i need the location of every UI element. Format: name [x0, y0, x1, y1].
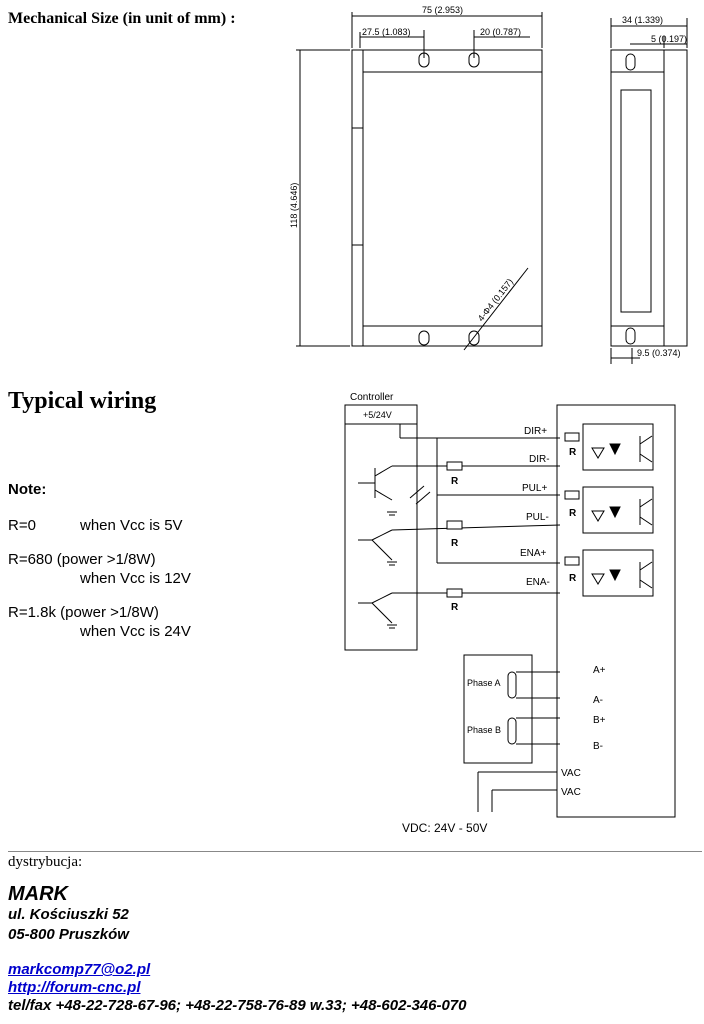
email-link[interactable]: markcomp77@o2.pl — [8, 961, 151, 978]
signal-wires — [391, 438, 561, 598]
phase-b-label: Phase B — [467, 725, 501, 735]
front-view-drawing — [296, 12, 543, 351]
vcc-label: +5/24V — [363, 410, 392, 420]
side-view-drawing — [610, 18, 688, 364]
company-name: MARK — [8, 883, 68, 905]
hole-diameter-label: 4-Φ4 (0.157) — [476, 277, 515, 324]
technical-drawings: 75 (2.953) 27.5 (1.083) 20 (0.787) 118 (… — [289, 5, 688, 835]
hole-spacing-dimension-label: 20 (0.787) — [480, 27, 521, 37]
vac-label-1: VAC — [561, 768, 581, 779]
resistor-label-2: R — [451, 538, 459, 549]
controller-label: Controller — [350, 392, 394, 403]
ena-minus-label: ENA- — [526, 577, 550, 588]
typical-wiring-heading: Typical wiring — [8, 388, 157, 414]
distributor-footer: dystrybucja: MARK ul. Kościuszki 52 05-8… — [8, 854, 467, 1015]
note-label: Note: — [8, 481, 47, 498]
flange-dimension-label: 5 (0.197) — [651, 34, 687, 44]
city-address: 05-800 Pruszków — [8, 926, 129, 943]
pul-minus-label: PUL- — [526, 512, 549, 523]
dir-minus-label: DIR- — [529, 454, 550, 465]
resistor-notes: Note: R=0 when Vcc is 5V R=680 (power >1… — [8, 480, 191, 641]
height-dimension-label: 118 (4.646) — [289, 183, 299, 228]
note-r680-condition: when Vcc is 12V — [80, 570, 191, 587]
phase-a-label: Phase A — [467, 678, 501, 688]
footer-divider — [8, 851, 702, 852]
vdc-label: VDC: 24V - 50V — [402, 821, 487, 835]
website-link[interactable]: http://forum-cnc.pl — [8, 979, 141, 996]
controller-box — [344, 404, 560, 651]
width-dimension-label: 75 (2.953) — [422, 5, 463, 15]
depth-dimension-label: 34 (1.339) — [622, 15, 663, 25]
dir-plus-label: DIR+ — [524, 426, 547, 437]
driver-box — [556, 404, 676, 818]
resistor-label-1: R — [451, 476, 459, 487]
note-row-5v: R=0 when Vcc is 5V — [8, 516, 191, 535]
hole-offset-dimension-label: 27.5 (1.083) — [362, 27, 411, 37]
ena-plus-label: ENA+ — [520, 548, 547, 559]
b-plus-label: B+ — [593, 715, 606, 726]
mechanical-size-heading: Mechanical Size (in unit of mm) : — [8, 10, 236, 27]
b-minus-label: B- — [593, 741, 603, 752]
pul-plus-label: PUL+ — [522, 483, 547, 494]
motor-box — [463, 654, 560, 812]
vac-label-2: VAC — [561, 787, 581, 798]
note-r0: R=0 — [8, 517, 36, 534]
note-r680: R=680 (power >1/8W) — [8, 551, 156, 568]
resistor-label-3: R — [451, 602, 459, 613]
note-r18k: R=1.8k (power >1/8W) — [8, 604, 159, 621]
phone-numbers: tel/fax +48-22-728-67-96; +48-22-758-76-… — [8, 997, 467, 1014]
distribution-label: dystrybucja: — [8, 854, 83, 870]
note-r18k-condition: when Vcc is 24V — [80, 623, 191, 640]
driver-resistor-label-1: R — [569, 447, 577, 458]
driver-resistor-label-2: R — [569, 508, 577, 519]
driver-resistor-label-3: R — [569, 573, 577, 584]
note-r0-condition: when Vcc is 5V — [80, 517, 183, 534]
a-minus-label: A- — [593, 695, 603, 706]
street-address: ul. Kościuszki 52 — [8, 906, 129, 923]
a-plus-label: A+ — [593, 665, 606, 676]
slot-dimension-label: 9.5 (0.374) — [637, 348, 681, 358]
